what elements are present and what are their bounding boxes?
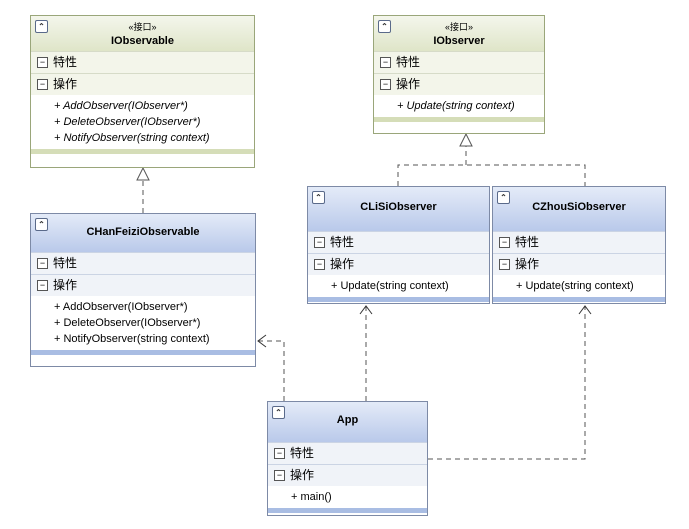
operations-section[interactable]: −操作 [268,464,427,486]
collapse-icon[interactable]: ⌃ [272,406,285,419]
class-header: ⌃ CLiSiObserver [308,187,489,231]
class-app[interactable]: ⌃ App −特性 −操作 + main() [267,401,428,516]
operation[interactable]: + DeleteObserver(IObserver*) [54,116,201,128]
operations-list: + AddObserver(IObserver*) + DeleteObserv… [31,95,254,149]
dependency-app-chanfeizi [258,340,285,401]
collapse-icon[interactable]: ⌃ [35,218,48,231]
collapse-minus-icon[interactable]: − [37,280,48,292]
operations-section[interactable]: −操作 [308,253,489,275]
class-name: IObservable [111,35,174,47]
operations-section[interactable]: −操作 [31,73,254,95]
class-footer [308,297,489,302]
attributes-label: 特性 [290,446,315,460]
class-name: CHanFeiziObservable [86,226,200,238]
dependency-arrowhead-clisi [359,305,373,315]
class-iobserver[interactable]: ⌃ «接口» IObserver −特性 −操作 + Update(string… [373,15,545,134]
operations-label: 操作 [396,77,421,91]
collapse-minus-icon[interactable]: − [314,259,325,271]
attributes-label: 特性 [53,256,78,270]
attributes-section[interactable]: −特性 [31,252,255,274]
operations-label: 操作 [290,468,315,482]
class-name: App [336,414,359,426]
attributes-label: 特性 [330,235,355,249]
class-chanfeiziobservable[interactable]: ⌃ CHanFeiziObservable −特性 −操作 + AddObser… [30,213,256,367]
attributes-section[interactable]: −特性 [308,231,489,253]
collapse-minus-icon[interactable]: − [37,57,48,69]
attributes-section[interactable]: −特性 [493,231,665,253]
operations-section[interactable]: −操作 [493,253,665,275]
collapse-icon[interactable]: ⌃ [497,191,510,204]
attributes-label: 特性 [396,55,421,69]
operations-list: + Update(string context) [374,95,544,117]
class-header: ⌃ «接口» IObserver [374,16,544,51]
stereotype-label: «接口» [128,22,157,32]
dependency-arrowhead-czhousi [578,305,592,315]
collapse-icon[interactable]: ⌃ [378,20,391,33]
attributes-section[interactable]: −特性 [374,51,544,73]
operations-section[interactable]: −操作 [374,73,544,95]
class-header: ⌃ CHanFeiziObservable [31,214,255,252]
class-header: ⌃ CZhouSiObserver [493,187,665,231]
dependency-arrowhead-chanfeizi [257,334,267,348]
operation[interactable]: + AddObserver(IObserver*) [54,301,188,313]
operation[interactable]: + NotifyObserver(string context) [54,132,210,144]
class-header: ⌃ «接口» IObservable [31,16,254,51]
operation[interactable]: + DeleteObserver(IObserver*) [54,317,201,329]
operations-list: + Update(string context) [493,275,665,297]
attributes-label: 特性 [53,55,78,69]
class-clisiobserver[interactable]: ⌃ CLiSiObserver −特性 −操作 + Update(string … [307,186,490,304]
operations-label: 操作 [330,257,355,271]
attributes-section[interactable]: −特性 [31,51,254,73]
operations-section[interactable]: −操作 [31,274,255,296]
operation[interactable]: + Update(string context) [516,280,634,292]
class-czhousiobserver[interactable]: ⌃ CZhouSiObserver −特性 −操作 + Update(strin… [492,186,666,304]
operations-label: 操作 [53,278,78,292]
operations-label: 操作 [515,257,540,271]
collapse-minus-icon[interactable]: − [499,259,510,271]
realization-arrowhead-iobserver [459,132,473,147]
class-name: IObserver [433,35,485,47]
collapse-icon[interactable]: ⌃ [312,191,325,204]
operation[interactable]: + NotifyObserver(string context) [54,333,210,345]
class-header: ⌃ App [268,402,427,442]
collapse-minus-icon[interactable]: − [380,57,391,69]
class-iobservable[interactable]: ⌃ «接口» IObservable −特性 −操作 + AddObserver… [30,15,255,168]
class-footer [31,350,255,355]
collapse-minus-icon[interactable]: − [314,237,325,249]
collapse-minus-icon[interactable]: − [274,470,285,482]
realization-arrowhead-iobservable [136,166,150,181]
operation[interactable]: + Update(string context) [397,100,515,112]
operation[interactable]: + Update(string context) [331,280,449,292]
operations-list: + main() [268,486,427,508]
collapse-minus-icon[interactable]: − [37,79,48,91]
collapse-minus-icon[interactable]: − [274,448,285,460]
operation[interactable]: + main() [291,491,332,503]
collapse-minus-icon[interactable]: − [380,79,391,91]
operations-list: + Update(string context) [308,275,489,297]
class-footer [31,149,254,154]
attributes-section[interactable]: −特性 [268,442,427,464]
operations-list: + AddObserver(IObserver*) + DeleteObserv… [31,296,255,350]
attributes-label: 特性 [515,235,540,249]
collapse-minus-icon[interactable]: − [499,237,510,249]
class-name: CZhouSiObserver [532,201,626,213]
operation[interactable]: + AddObserver(IObserver*) [54,100,188,112]
dependency-app-czhousi [428,306,586,460]
stereotype-label: «接口» [444,22,473,32]
collapse-minus-icon[interactable]: − [37,258,48,270]
class-footer [493,297,665,302]
class-footer [268,508,427,513]
operations-label: 操作 [53,77,78,91]
class-name: CLiSiObserver [360,201,437,213]
realization-observers-bus [397,164,586,186]
class-footer [374,117,544,122]
collapse-icon[interactable]: ⌃ [35,20,48,33]
